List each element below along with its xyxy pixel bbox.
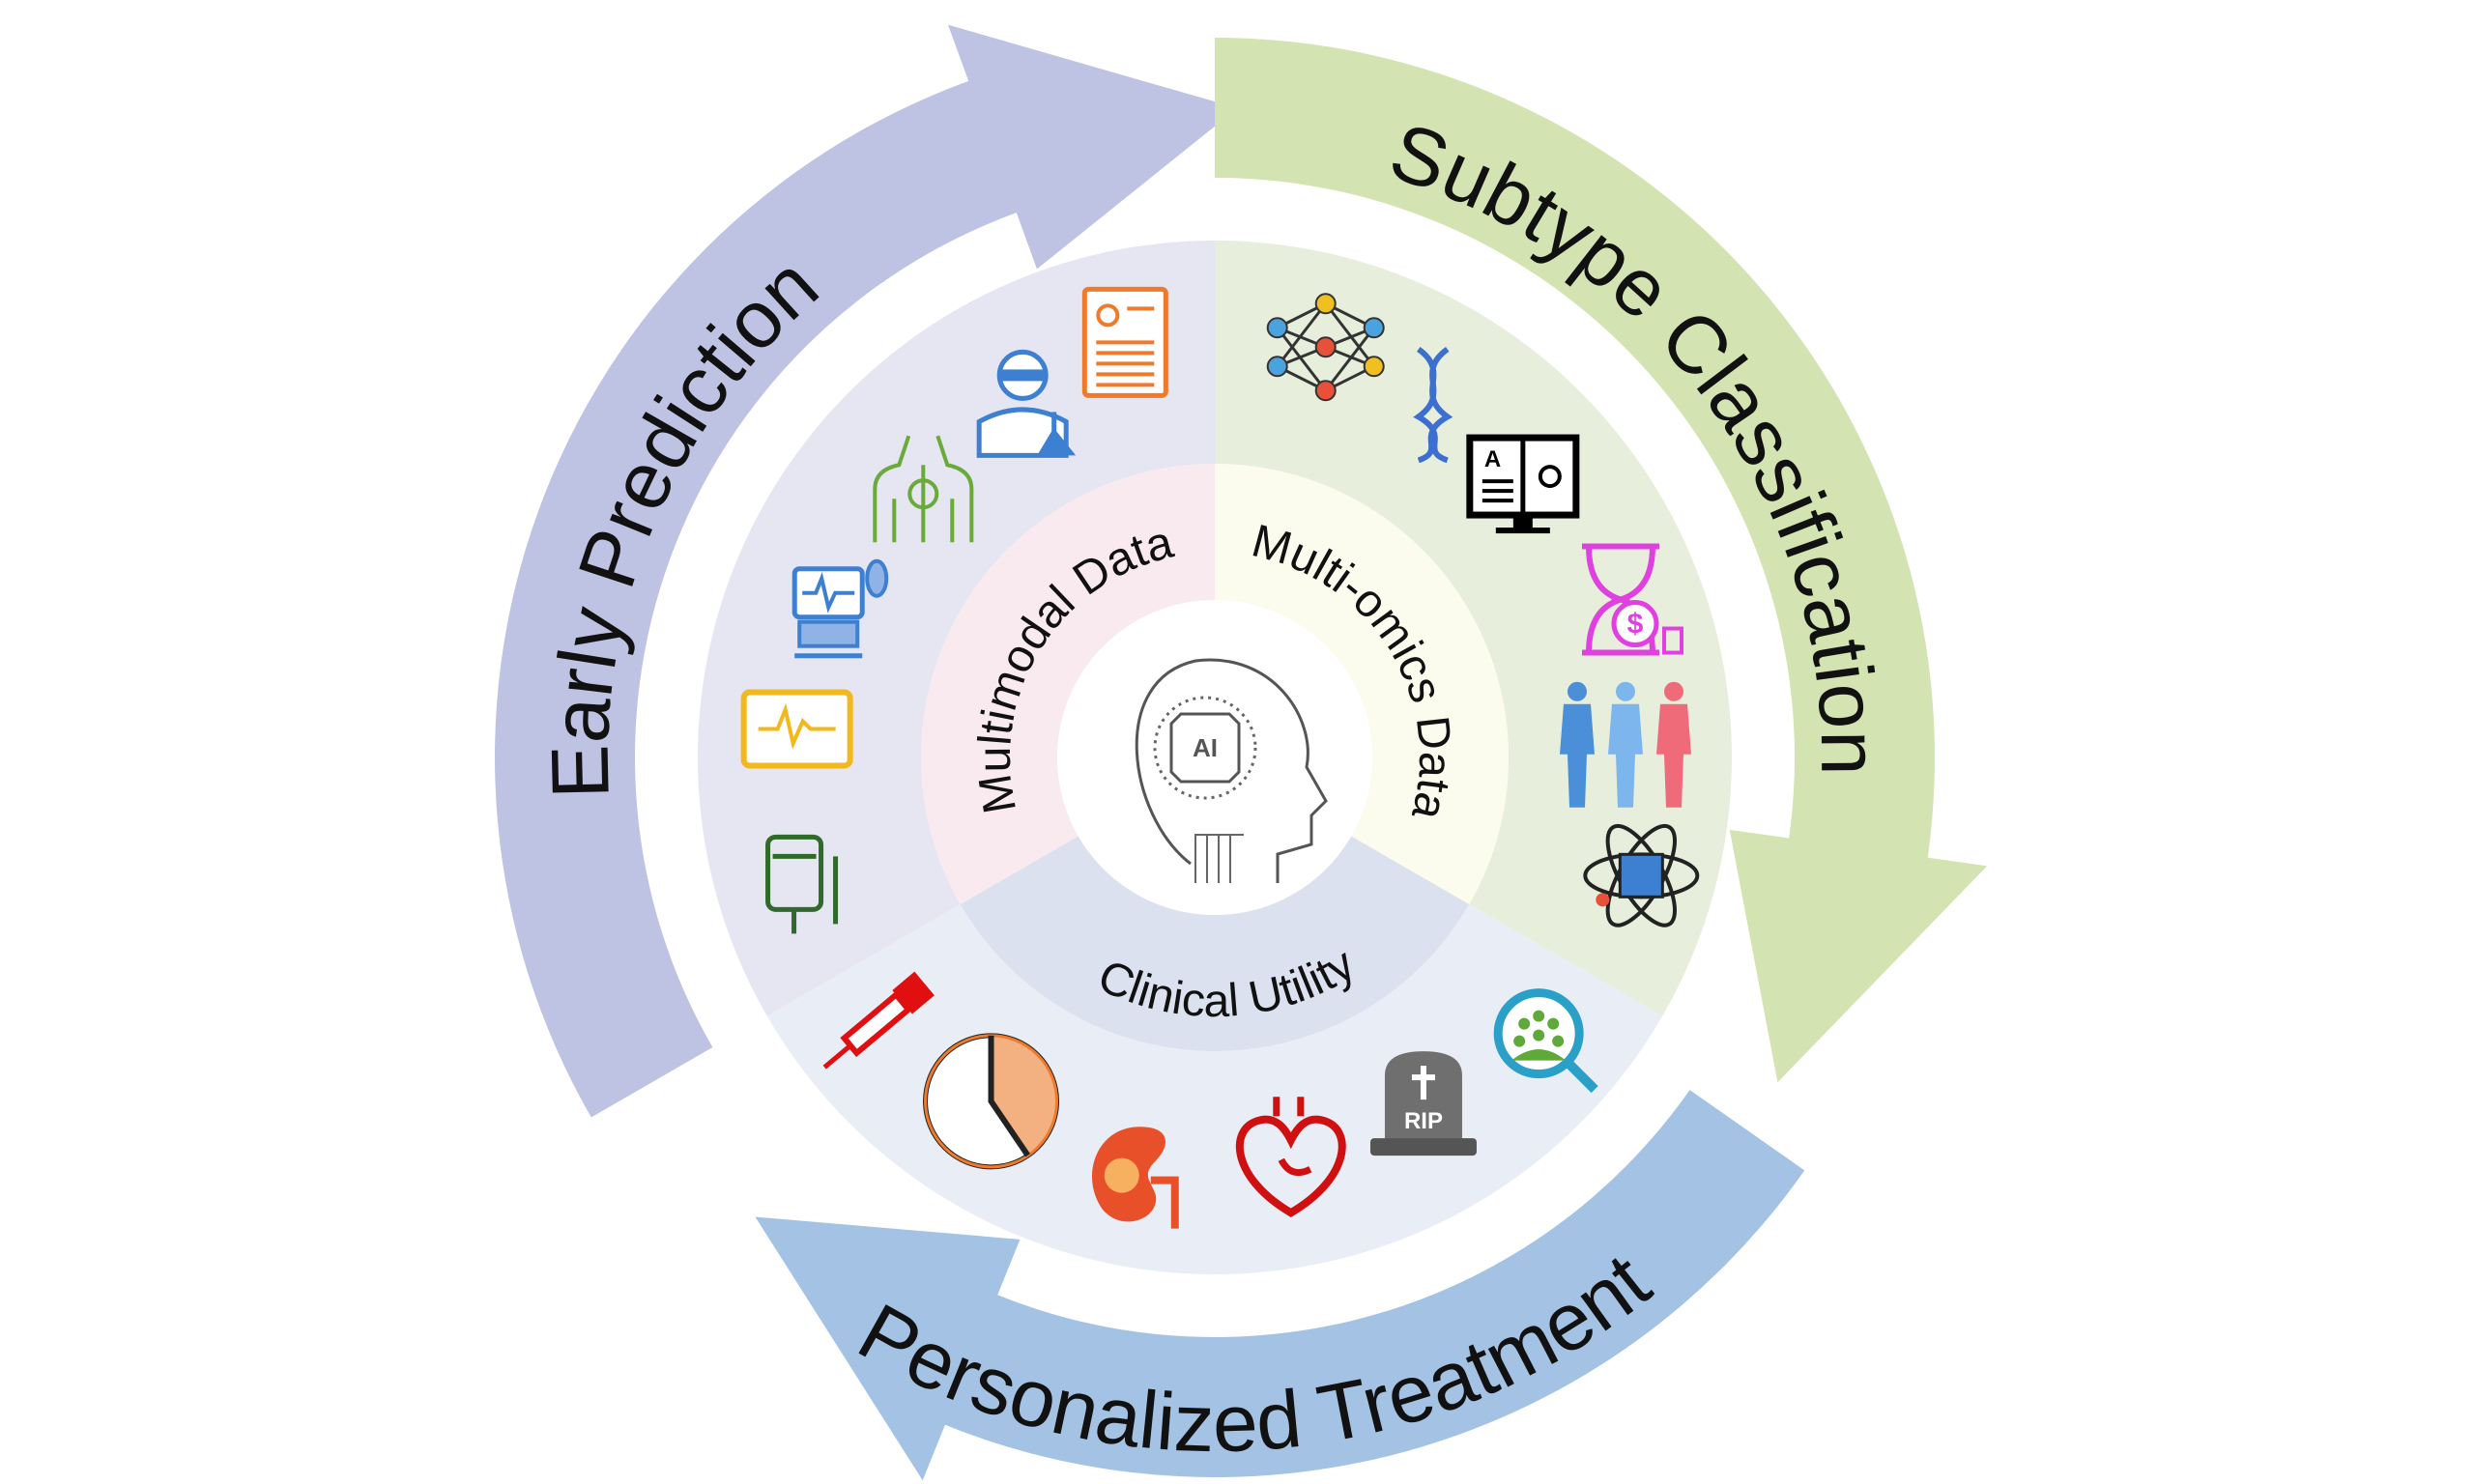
ventilator-icon [791, 558, 889, 659]
hourglass-cost-icon: $ [1581, 543, 1683, 656]
lungs-body-icon [873, 435, 974, 543]
rings [698, 241, 1733, 1275]
svg-text:$: $ [1627, 609, 1644, 641]
svg-text:RIP: RIP [1404, 1108, 1443, 1134]
population-search-icon [1493, 988, 1598, 1094]
human-bodies-icon [1559, 681, 1691, 808]
circuit-trace [1229, 834, 1244, 883]
ai-label: AI [1193, 733, 1218, 762]
sector-clinical-utility-outer [766, 904, 1663, 1275]
medical-record-icon [1081, 286, 1168, 398]
svg-text:A: A [1484, 446, 1501, 472]
chip [1169, 712, 1241, 784]
sector-multimodal-data-outer [698, 241, 1215, 1016]
arrow-personalized-treatment [755, 1090, 1805, 1481]
arrow-early-prediction [495, 24, 1238, 1118]
iv-drip-icon [765, 834, 839, 934]
dna-icon [1413, 346, 1453, 464]
center-circle [1057, 600, 1372, 915]
ecg-monitor-icon [740, 689, 853, 769]
neural-network-icon [1266, 293, 1385, 402]
head-outline [1135, 658, 1328, 883]
sector-multi-omics-data-inner [1215, 464, 1509, 904]
circuit-ring [1153, 696, 1257, 800]
kidney-icon [1091, 1127, 1179, 1229]
icons: A $ RIP [740, 286, 1700, 1229]
cycle-arrows [495, 24, 1988, 1481]
ai-brain-head-icon: AI [1135, 658, 1328, 883]
clock-icon [923, 1033, 1060, 1170]
sector-multimodal-data-inner [920, 464, 1215, 904]
syringe-icon [822, 971, 935, 1070]
heart-icon [1235, 1097, 1346, 1217]
tombstone-icon: RIP [1369, 1051, 1477, 1156]
digital-book-icon: A [1466, 434, 1580, 534]
scientist-icon [976, 349, 1077, 458]
arrow-subtype-classification [1215, 38, 1988, 1083]
sector-clinical-utility-inner [960, 836, 1470, 1051]
sector-multi-omics-data-outer [1215, 241, 1733, 1016]
atom-server-icon [1583, 823, 1700, 928]
